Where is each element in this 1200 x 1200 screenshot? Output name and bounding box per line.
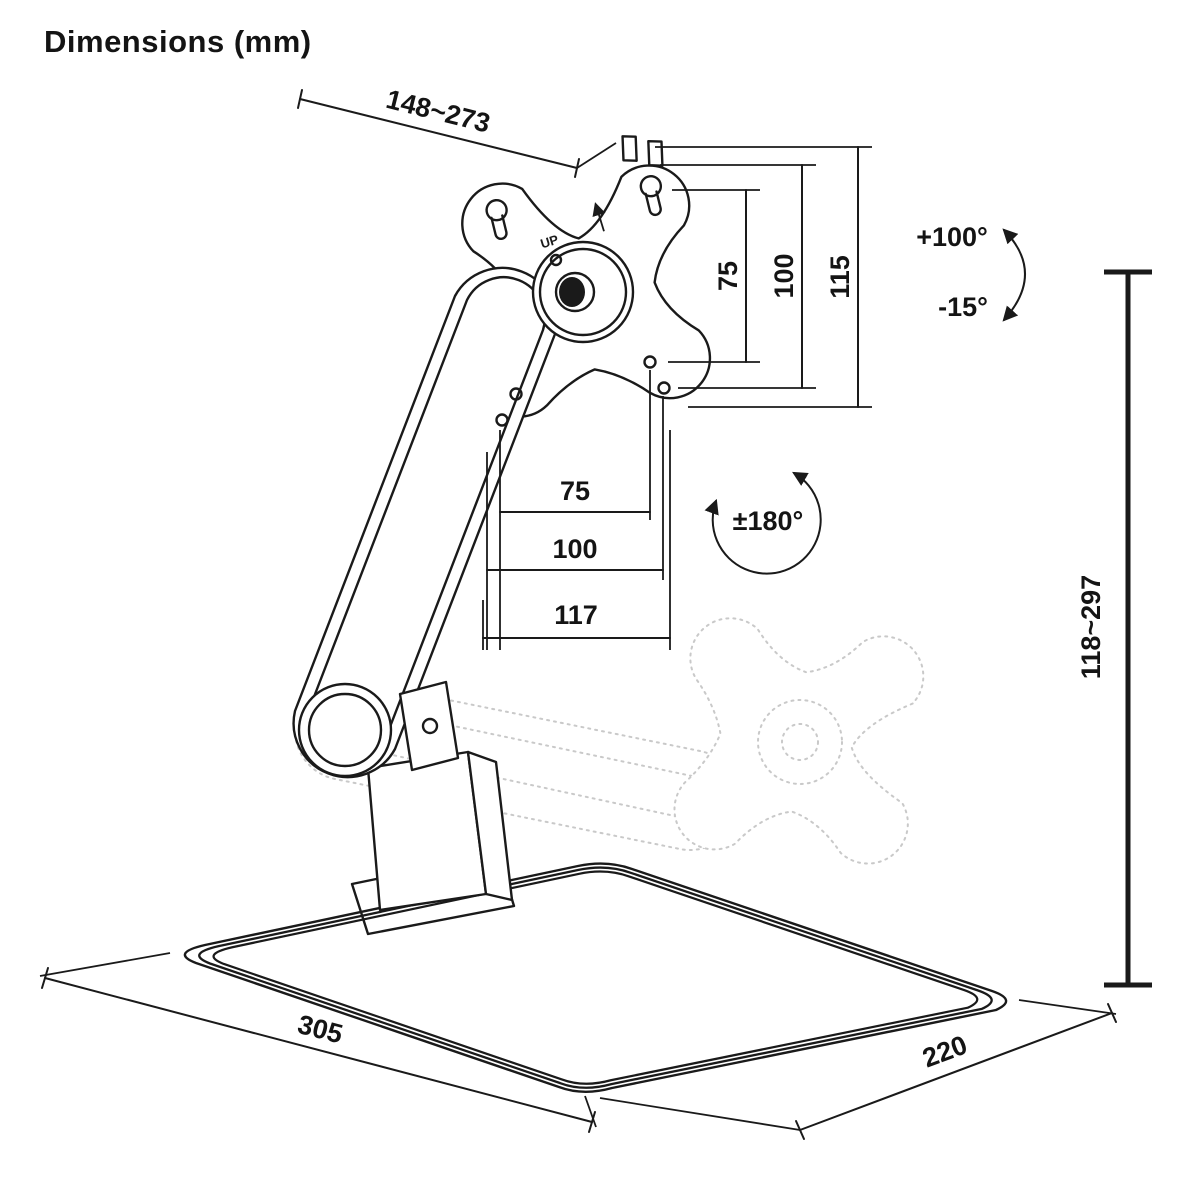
vesa-mounting-holes — [495, 355, 671, 427]
vesa-plate: UP — [454, 135, 716, 423]
tilt-down-label: -15° — [938, 292, 988, 322]
dim-vesa-horizontal: 75 100 117 — [482, 370, 671, 650]
ghost-folded-vesa-plate — [669, 613, 929, 871]
plate-center-boss — [531, 240, 635, 344]
plate-hook-tab — [647, 139, 664, 167]
dim-plate-height-label: 115 — [825, 255, 855, 299]
dim-arm-extension-label: 148~273 — [383, 84, 493, 139]
keyhole-slot — [485, 198, 508, 241]
swivel-angle-annotation: ±180° — [704, 471, 822, 575]
page-title: Dimensions (mm) — [44, 24, 312, 59]
dim-vesa-horizontal-75-label: 75 — [560, 476, 590, 506]
pivot-joint — [297, 682, 393, 778]
tilt-up-label: +100° — [916, 222, 988, 252]
riser-column — [366, 750, 514, 912]
dim-plate-width-label: 117 — [554, 600, 598, 630]
dim-vesa-vertical-100-label: 100 — [769, 253, 799, 298]
dim-vesa-vertical: 75 100 115 — [655, 146, 872, 408]
dim-vesa-vertical-75-label: 75 — [713, 261, 743, 291]
swivel-arc-arrow-icon — [704, 471, 822, 575]
dim-arm-extension: 148~273 — [297, 84, 617, 178]
tilt-arc-arrow-icon — [1002, 228, 1026, 322]
dim-height-range: 118~297 — [1076, 269, 1152, 988]
swivel-label: ±180° — [733, 506, 804, 536]
plate-up-marking: UP — [539, 232, 561, 252]
dim-base-depth-label: 305 — [295, 1009, 346, 1049]
dim-base-width-label: 220 — [918, 1030, 971, 1074]
stand-base — [183, 852, 1008, 1093]
hinge-bracket — [398, 680, 460, 772]
plate-hook-tab — [621, 135, 638, 162]
keyhole-slot — [639, 175, 663, 217]
dim-height-range-label: 118~297 — [1076, 575, 1106, 679]
up-arrow-icon — [592, 202, 606, 232]
dim-vesa-horizontal-100-label: 100 — [552, 534, 597, 564]
tilt-angle-annotation: +100° -15° — [916, 222, 1026, 322]
